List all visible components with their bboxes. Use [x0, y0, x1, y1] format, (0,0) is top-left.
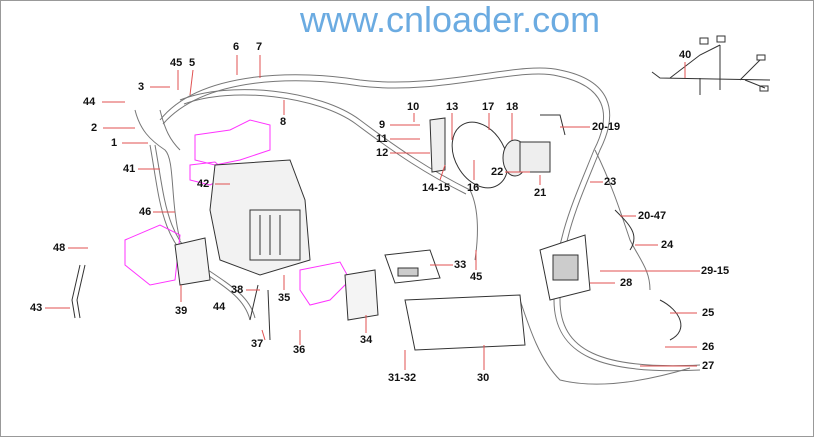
callout-25: 25	[702, 307, 715, 319]
callout-40: 40	[679, 49, 692, 61]
callout-14-15: 14-15	[422, 182, 451, 194]
callout-16: 16	[467, 182, 480, 194]
watermark: www.cnloader.com	[300, 0, 601, 40]
leader-lines	[45, 55, 700, 370]
hvac-unit	[209, 159, 311, 276]
callout-42: 42	[197, 178, 210, 190]
callout-30: 30	[477, 372, 490, 384]
callout-2: 2	[91, 122, 98, 134]
wiring-harness	[651, 35, 771, 95]
callout-22: 22	[491, 166, 504, 178]
callout-23: 23	[604, 176, 617, 188]
callout-35: 35	[278, 292, 291, 304]
callout-27: 27	[702, 360, 715, 372]
callout-36: 36	[293, 344, 306, 356]
callout-21: 21	[534, 187, 547, 199]
callout-9: 9	[379, 119, 386, 131]
pipes	[71, 209, 682, 341]
callout-28: 28	[620, 277, 633, 289]
callout-31-32: 31-32	[388, 372, 417, 384]
callout-18: 18	[506, 101, 519, 113]
callout-10: 10	[407, 101, 420, 113]
callout-1: 1	[111, 137, 118, 149]
callout-24: 24	[661, 239, 674, 251]
callout-8: 8	[280, 116, 287, 128]
callout-34: 34	[360, 334, 373, 346]
callout-3: 3	[138, 81, 145, 93]
callout-33: 33	[454, 259, 467, 271]
callout-45: 45	[170, 57, 183, 69]
callout-44: 44	[83, 96, 96, 108]
callout-20-47: 20-47	[638, 210, 667, 222]
callout-48: 48	[53, 242, 66, 254]
callout-12: 12	[376, 147, 389, 159]
callout-6: 6	[233, 41, 240, 53]
callout-13: 13	[446, 101, 459, 113]
compressor	[429, 114, 566, 189]
callout-38: 38	[231, 284, 244, 296]
callout-45b: 45	[470, 271, 483, 283]
callout-29-15: 29-15	[701, 265, 730, 277]
callout-5: 5	[189, 57, 196, 69]
callout-17: 17	[482, 101, 495, 113]
callout-26: 26	[702, 341, 715, 353]
callout-20-19: 20-19	[592, 121, 621, 133]
callout-11: 11	[376, 133, 388, 145]
callout-44b: 44	[213, 301, 226, 313]
callout-46: 46	[139, 206, 152, 218]
callout-7: 7	[256, 41, 263, 53]
callout-39: 39	[175, 305, 188, 317]
callout-41: 41	[123, 163, 136, 175]
callout-43: 43	[30, 302, 43, 314]
callout-37: 37	[251, 338, 264, 350]
boxes	[174, 234, 591, 351]
